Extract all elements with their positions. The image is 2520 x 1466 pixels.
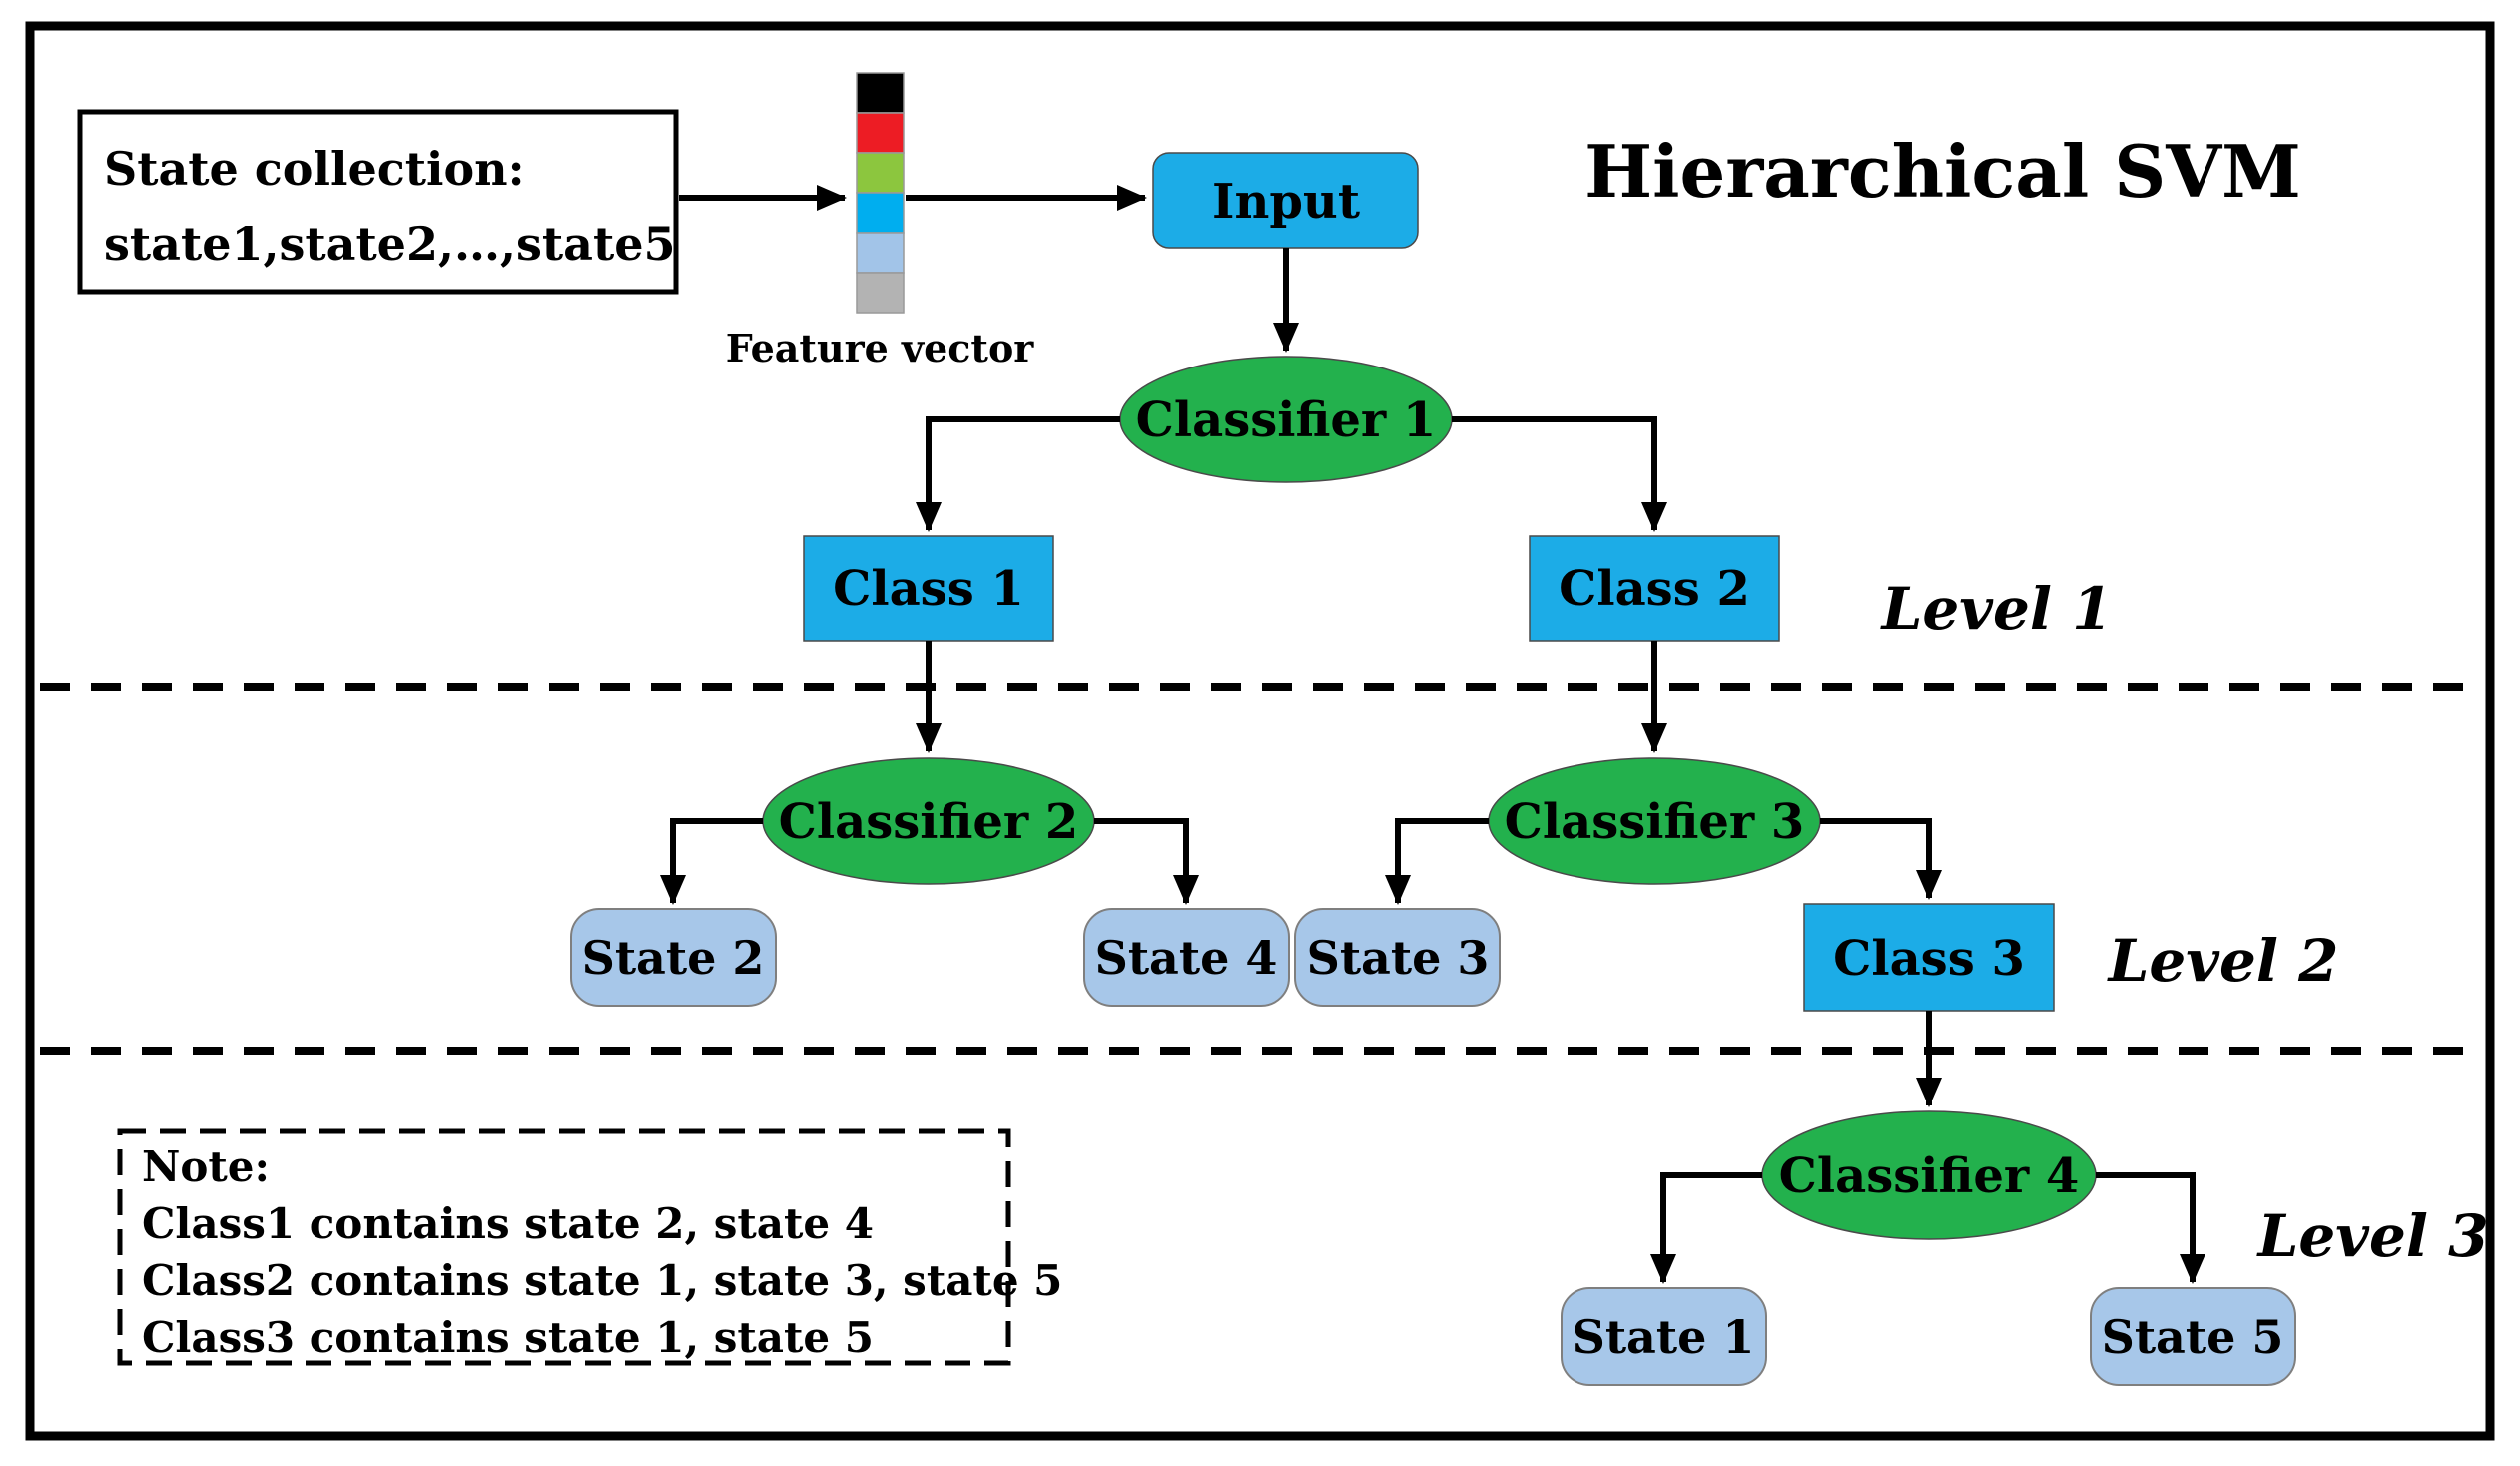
- feature-vector-bar: [856, 72, 905, 314]
- state-5-box: [2090, 1287, 2296, 1386]
- state-1-label: State 1: [1573, 1310, 1755, 1364]
- note-box: [117, 1128, 1011, 1366]
- state-2-box: [570, 908, 777, 1007]
- classifier-1-label: Classifier 1: [1136, 392, 1437, 448]
- note-line-4: Class3 contains state 1, state 5: [142, 1313, 874, 1362]
- arrow-classifier2-to-state4: [1094, 818, 1199, 905]
- diagram-border: [25, 21, 2495, 1441]
- state-4-box: [1083, 908, 1290, 1007]
- classifier-3-label: Classifier 3: [1505, 794, 1805, 850]
- arrow-classifier3-to-state3: [1385, 818, 1489, 905]
- arrow-classifier1-to-class2: [1452, 416, 1667, 532]
- classifier-4-label: Classifier 4: [1779, 1148, 2080, 1204]
- feature-segment-4: [856, 192, 905, 234]
- feature-segment-6: [856, 272, 905, 314]
- feature-segment-3: [856, 152, 905, 194]
- class-1-box: [803, 535, 1054, 642]
- diagram-title: Hierarchical SVM: [1584, 129, 2301, 214]
- arrow-classifier1-to-class1: [916, 416, 1120, 532]
- level-3-label: Level 3: [2256, 1202, 2489, 1270]
- classifier-2-label: Classifier 2: [779, 794, 1079, 850]
- arrow-classifier3-to-class3: [1820, 818, 1942, 900]
- state-4-label: State 4: [1095, 931, 1278, 985]
- class-3-label: Class 3: [1833, 931, 2025, 987]
- arrow-classifier4-to-state5: [2096, 1172, 2205, 1284]
- class-2-box: [1529, 535, 1780, 642]
- state-3-box: [1294, 908, 1501, 1007]
- note-line-2: Class1 contains state 2, state 4: [142, 1199, 874, 1248]
- feature-segment-2: [856, 112, 905, 154]
- state-1-box: [1561, 1287, 1767, 1386]
- state-2-label: State 2: [582, 931, 765, 985]
- level-1-label: Level 1: [1880, 575, 2113, 643]
- class-2-label: Class 2: [1559, 561, 1750, 617]
- class-3-box: [1803, 903, 2055, 1012]
- arrow-classifier4-to-state1: [1650, 1172, 1762, 1284]
- state-3-label: State 3: [1307, 931, 1490, 985]
- class-1-label: Class 1: [833, 561, 1024, 617]
- note-line-3: Class2 contains state 1, state 3, state …: [142, 1256, 1062, 1305]
- arrow-classifier2-to-state2: [660, 818, 763, 905]
- state-collection-box: [77, 109, 679, 295]
- state-collection-line1: State collection:: [104, 142, 525, 196]
- state-5-label: State 5: [2102, 1310, 2284, 1364]
- note-line-1: Note:: [142, 1142, 270, 1191]
- feature-segment-5: [856, 232, 905, 274]
- feature-segment-1: [856, 72, 905, 114]
- input-label: Input: [1212, 174, 1360, 230]
- level-2-label: Level 2: [2107, 927, 2339, 995]
- state-collection-line2: state1,state2,…,state5: [104, 217, 675, 271]
- feature-vector-label: Feature vector: [726, 326, 1035, 370]
